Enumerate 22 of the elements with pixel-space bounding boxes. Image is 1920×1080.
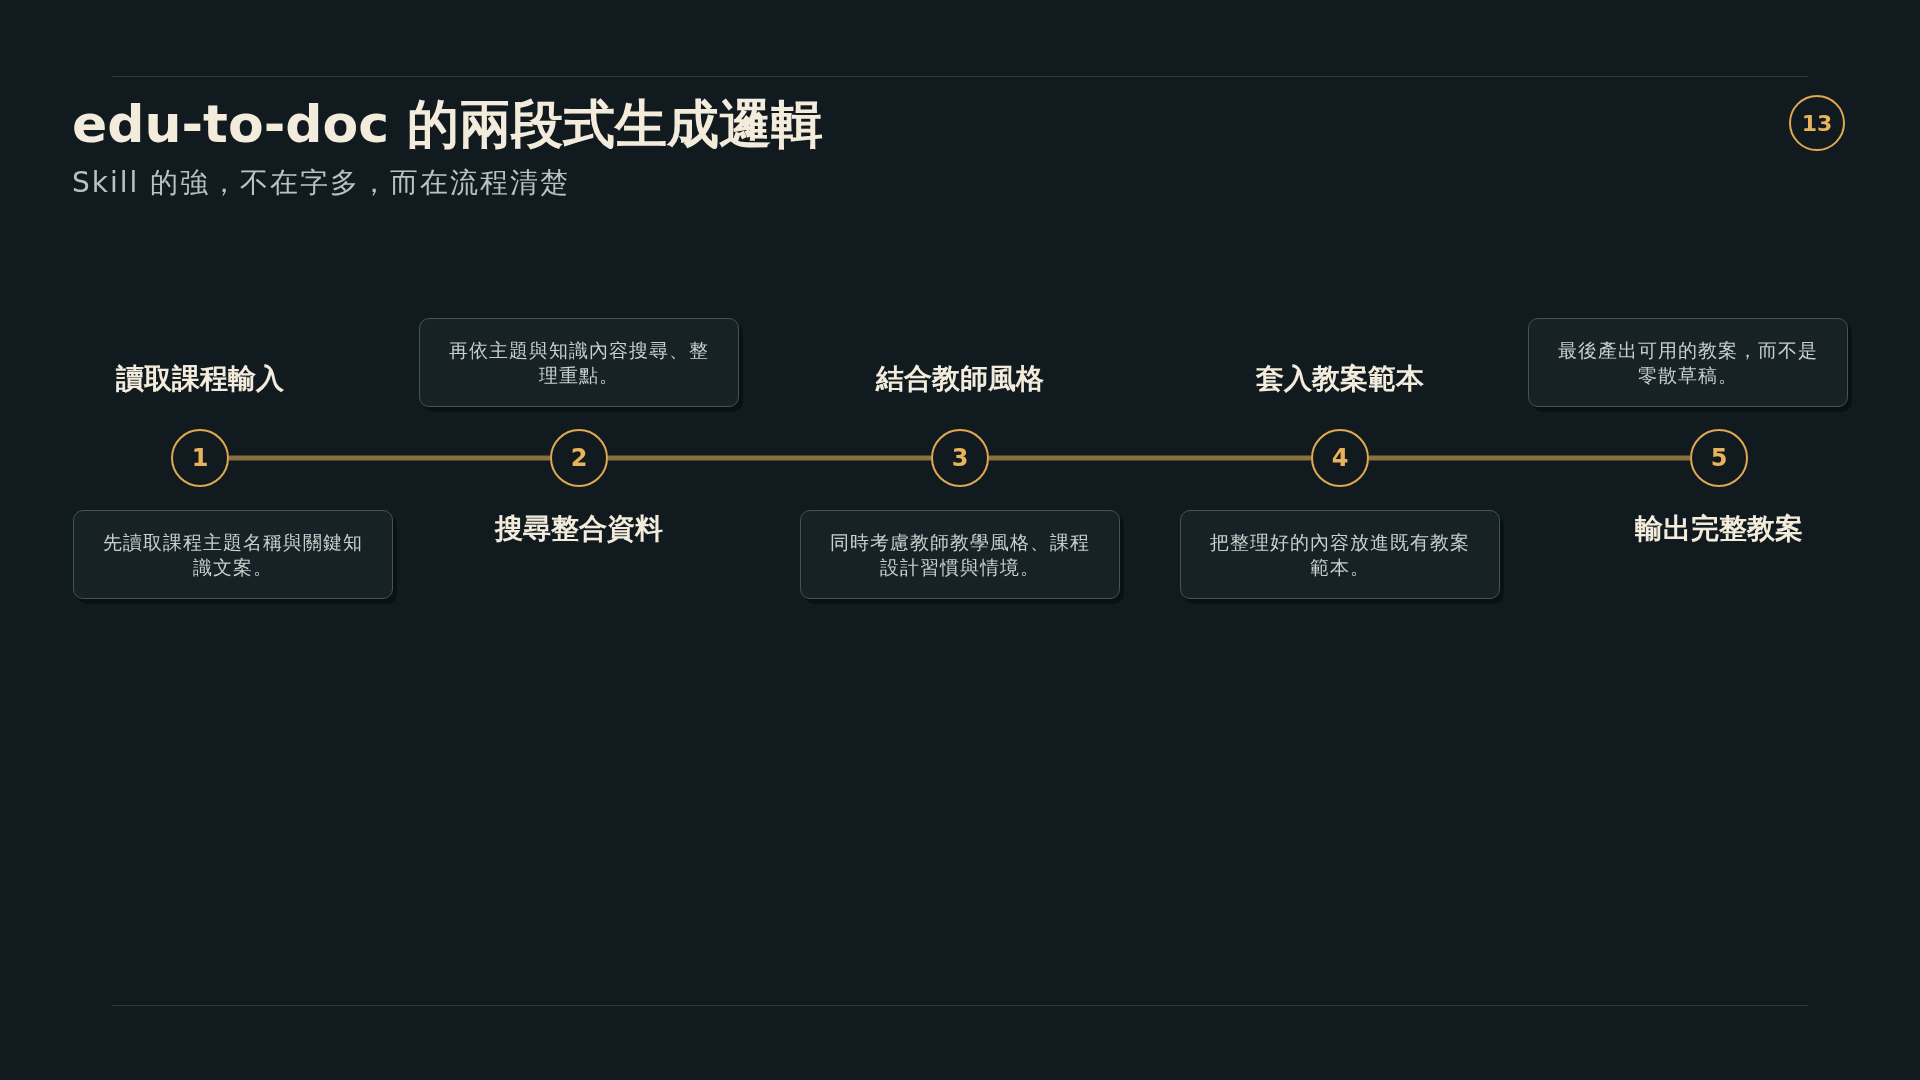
connector-line xyxy=(989,455,1311,461)
step-heading: 讀取課程輸入 xyxy=(115,361,285,397)
description-card: 把整理好的內容放進既有教案範本。 xyxy=(1180,510,1500,599)
step-circle: 3 xyxy=(931,429,989,487)
step-circle: 5 xyxy=(1690,429,1748,487)
description-card: 再依主題與知識內容搜尋、整理重點。 xyxy=(419,318,739,407)
connector-line xyxy=(229,455,550,461)
description-card: 最後產出可用的教案，而不是零散草稿。 xyxy=(1528,318,1848,407)
step-heading: 結合教師風格 xyxy=(874,361,1045,397)
description-card: 同時考慮教師教學風格、課程設計習慣與情境。 xyxy=(800,510,1120,599)
connector-line xyxy=(1369,455,1690,461)
step-circle: 2 xyxy=(550,429,608,487)
description-card: 先讀取課程主題名稱與關鍵知識文案。 xyxy=(73,510,393,599)
subtitle: Skill 的強，不在字多，而在流程清楚 xyxy=(72,165,571,201)
step-heading: 搜尋整合資料 xyxy=(493,511,664,547)
step-circle: 4 xyxy=(1311,429,1369,487)
step-heading: 套入教案範本 xyxy=(1255,361,1425,397)
page-number: 13 xyxy=(1789,95,1845,151)
step-heading: 輸出完整教案 xyxy=(1634,511,1804,547)
slide-title: edu-to-doc 的兩段式生成邏輯 xyxy=(72,93,824,156)
step-circle: 1 xyxy=(171,429,229,487)
connector-line xyxy=(608,455,931,461)
